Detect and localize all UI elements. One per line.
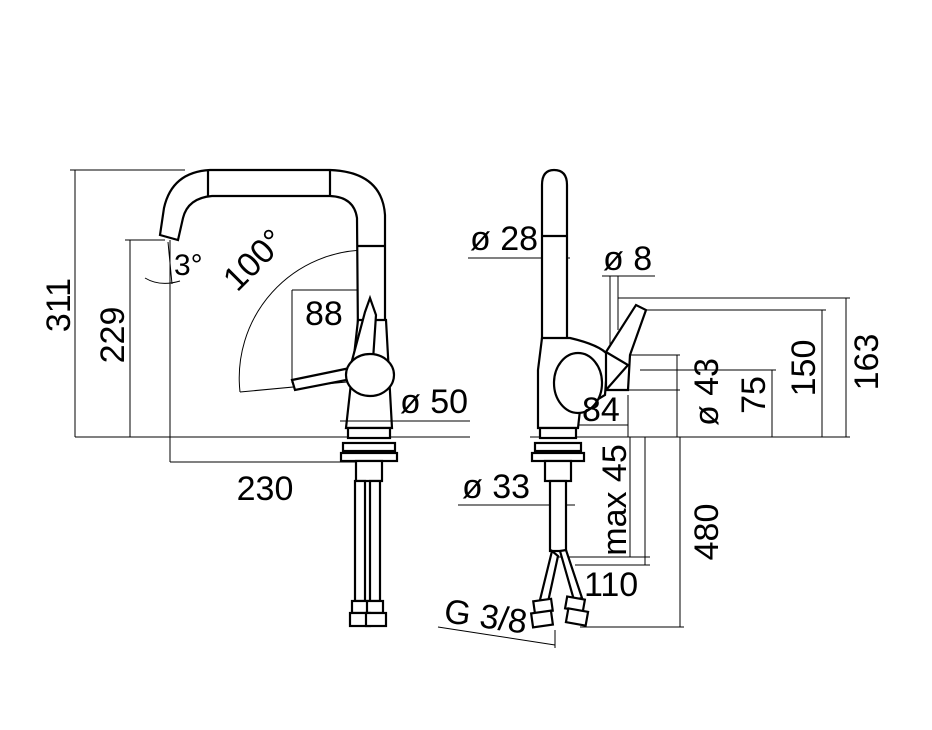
- dim-230: 230: [237, 470, 294, 508]
- dim-diameter-50: ø 50: [400, 383, 468, 421]
- dim-diameter-33: ø 33: [462, 468, 530, 506]
- front-view: 311 229 3° 100° 88 ø 50 230: [40, 168, 470, 628]
- dim-3-degrees: 3°: [174, 249, 203, 282]
- dim-110: 110: [584, 566, 638, 604]
- dim-480: 480: [688, 504, 726, 561]
- dim-diameter-8: ø 8: [603, 240, 652, 278]
- dim-84: 84: [582, 391, 620, 429]
- dim-229: 229: [94, 307, 132, 364]
- dim-88: 88: [305, 295, 343, 333]
- dim-45-value: 45: [596, 444, 634, 482]
- dim-311: 311: [40, 278, 78, 332]
- dim-max-45: max 45: [596, 444, 634, 556]
- dim-diameter-28: ø 28: [470, 220, 538, 258]
- dim-100-degrees: 100°: [216, 222, 293, 299]
- side-view: ø 28 ø 8 163 150 75 ø 43 84 max 45 ø 33 …: [437, 168, 886, 648]
- dim-max-prefix: max: [596, 492, 634, 556]
- dim-g-3-8: G 3/8: [442, 592, 530, 641]
- dim-163: 163: [848, 334, 886, 391]
- dim-diameter-43: ø 43: [688, 358, 726, 426]
- dim-75: 75: [735, 376, 773, 414]
- dim-150: 150: [785, 340, 823, 397]
